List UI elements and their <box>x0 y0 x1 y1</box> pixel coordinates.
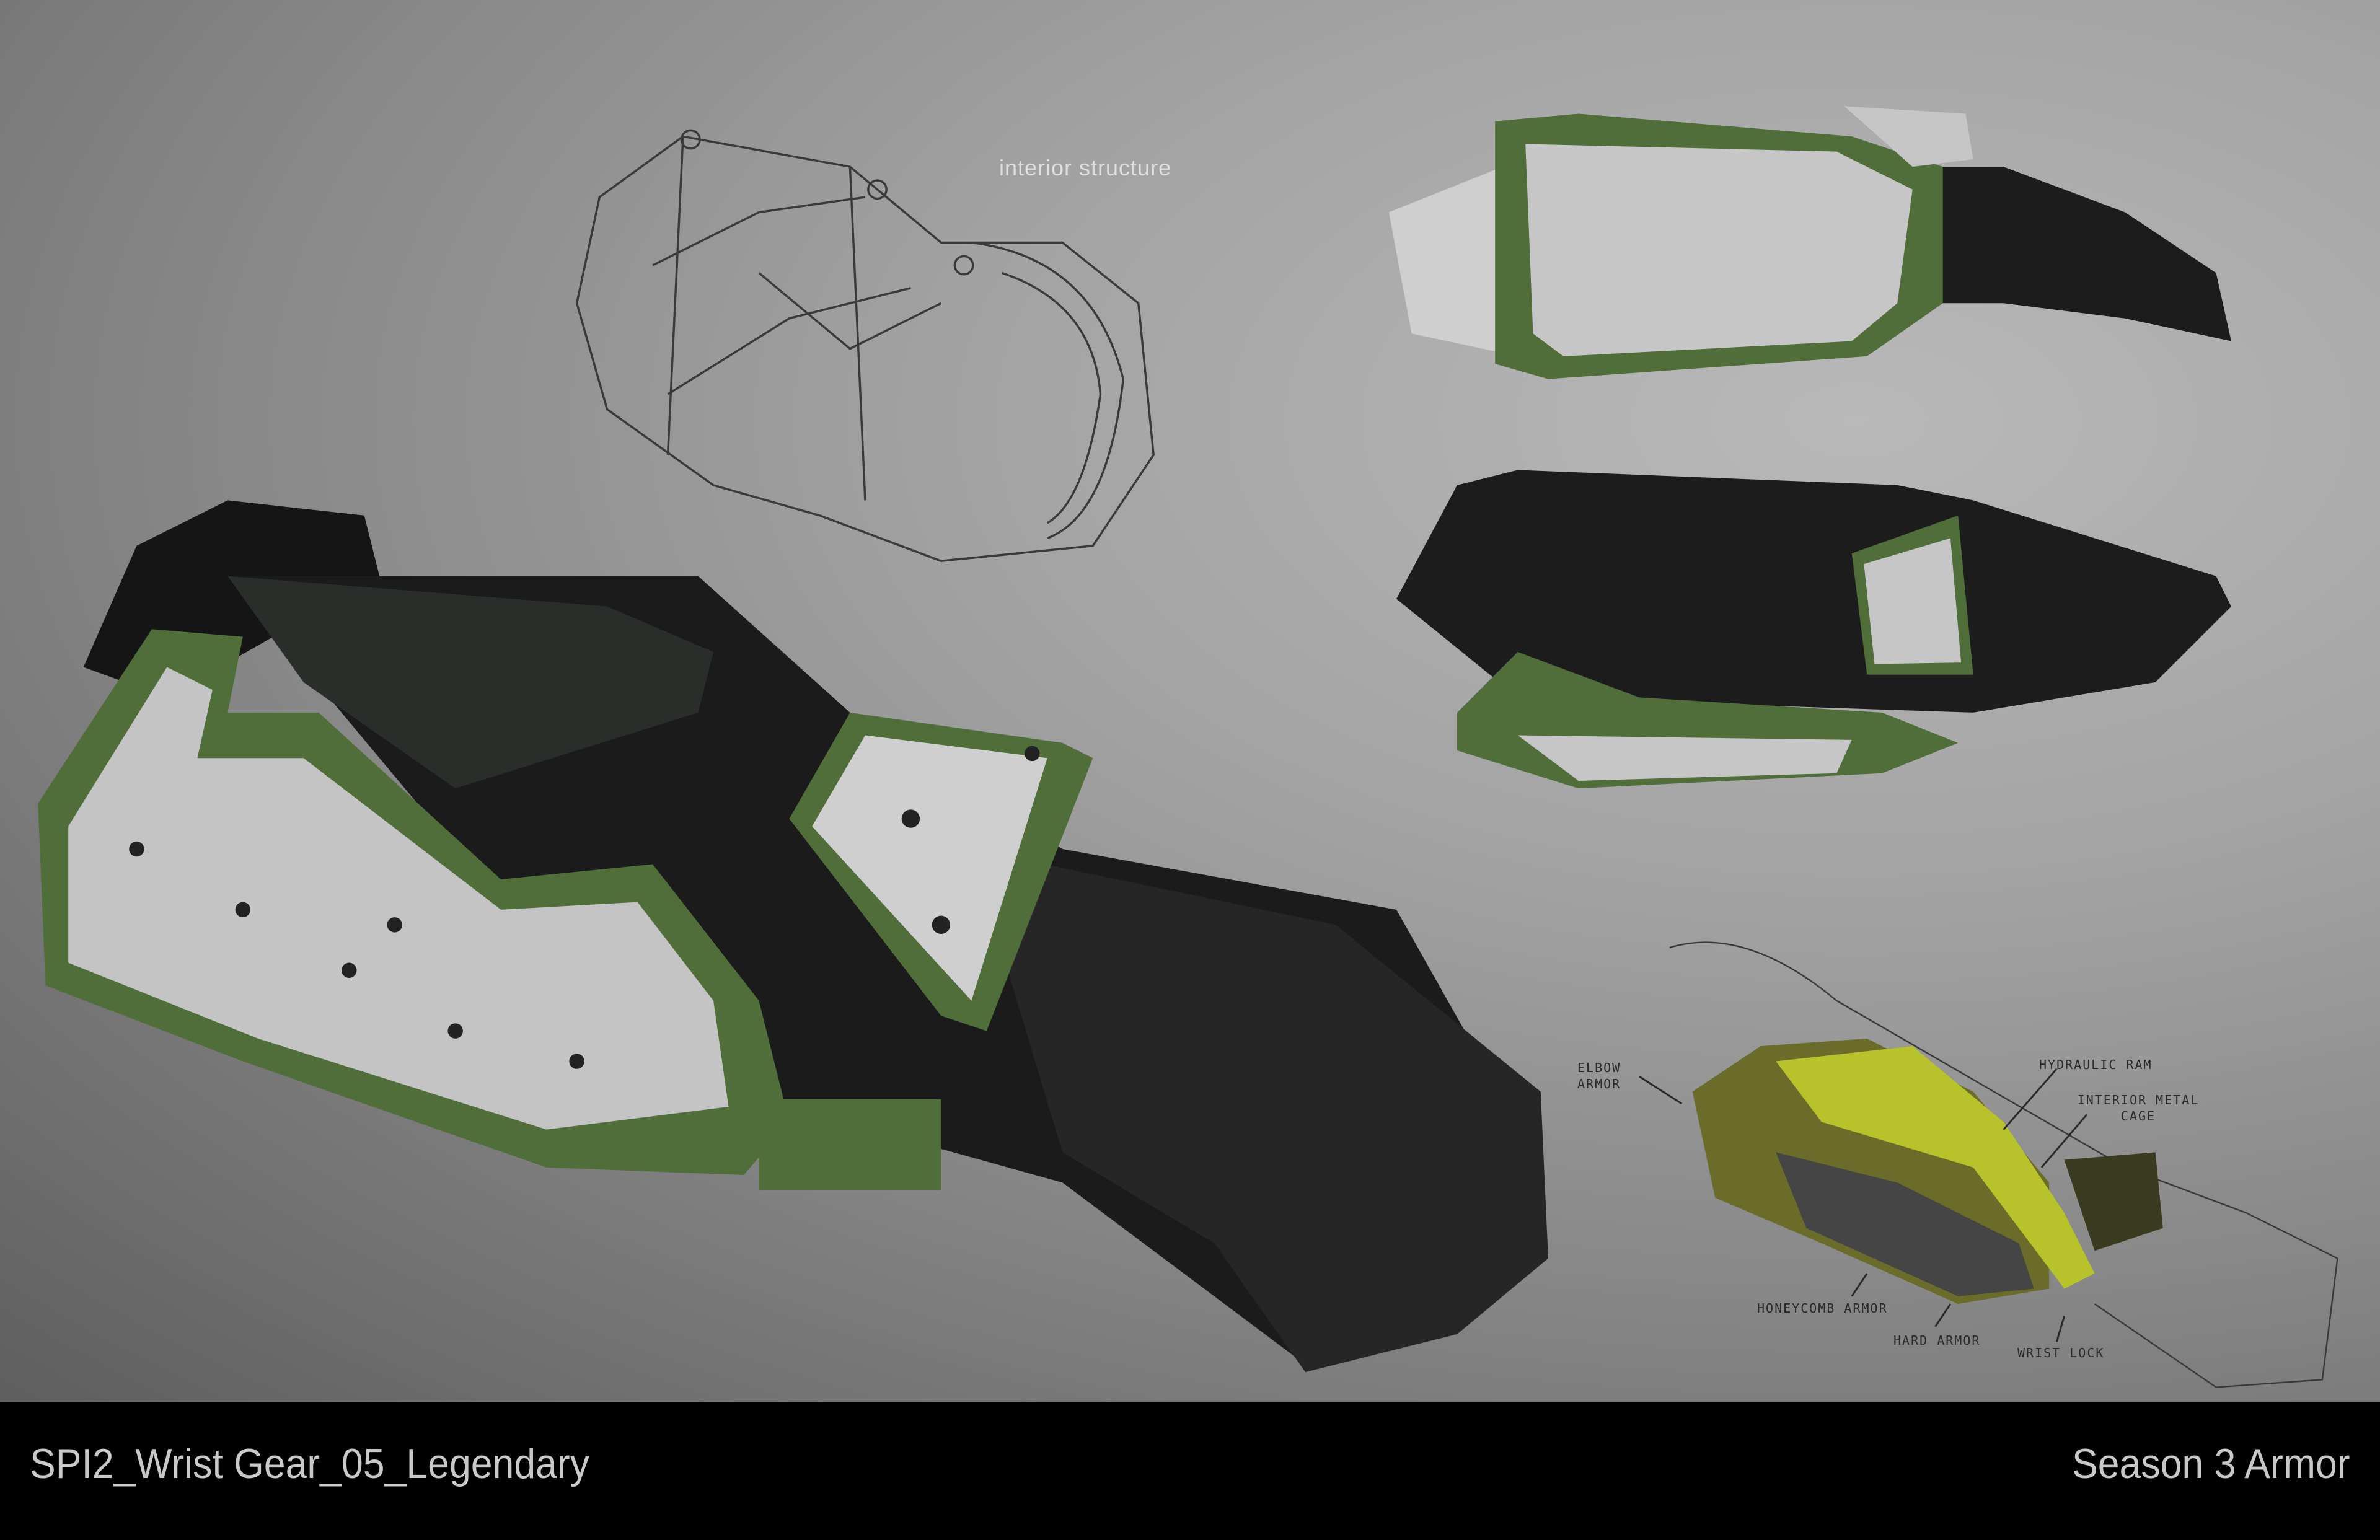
concept-art-canvas: interior structure Elbow Armor Hydraulic… <box>0 0 2380 1402</box>
callout-hydraulic-ram: Hydraulic Ram <box>2039 1057 2153 1072</box>
callout-honeycomb-armor: Honeycomb Armor <box>1757 1301 1888 1316</box>
footer-bar: SPI2_Wrist Gear_05_Legendary Season 3 Ar… <box>0 1402 2380 1540</box>
top-view-render <box>1388 106 2231 379</box>
interior-structure-caption: interior structure <box>999 155 1172 180</box>
concept-art <box>38 106 2338 1388</box>
callout-hard-armor: Hard Armor <box>1893 1333 1981 1348</box>
sheet-title: SPI2_Wrist Gear_05_Legendary <box>30 1440 590 1487</box>
callout-elbow-armor: Elbow Armor <box>1577 1060 1621 1091</box>
collection-label: Season 3 Armor <box>2072 1440 2350 1487</box>
side-view-render <box>1396 470 2231 789</box>
annotated-callout-sketch <box>1639 941 2338 1388</box>
interior-structure-sketch <box>575 129 1155 562</box>
callout-wrist-lock: Wrist Lock <box>2017 1345 2105 1360</box>
callout-interior-metal-cage: Interior Metal Cage <box>2077 1093 2200 1124</box>
main-gauntlet-render <box>38 500 1548 1373</box>
